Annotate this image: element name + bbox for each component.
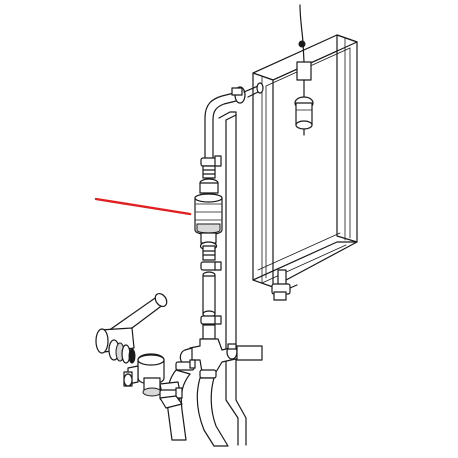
drain-hose-icon xyxy=(166,369,229,447)
water-tank-icon xyxy=(252,34,358,288)
callout-pointer xyxy=(94,197,192,216)
level-float-sensor-icon xyxy=(294,4,314,136)
lower-pipe-icon xyxy=(200,261,222,325)
solenoid-valve-icon xyxy=(95,292,183,409)
frame-rail-icon xyxy=(218,111,247,446)
tee-fitting-icon xyxy=(175,324,263,379)
supply-pipe-icon xyxy=(200,82,264,167)
inline-filter-icon xyxy=(194,165,223,261)
tank-outlet-fitting-icon xyxy=(271,269,298,301)
